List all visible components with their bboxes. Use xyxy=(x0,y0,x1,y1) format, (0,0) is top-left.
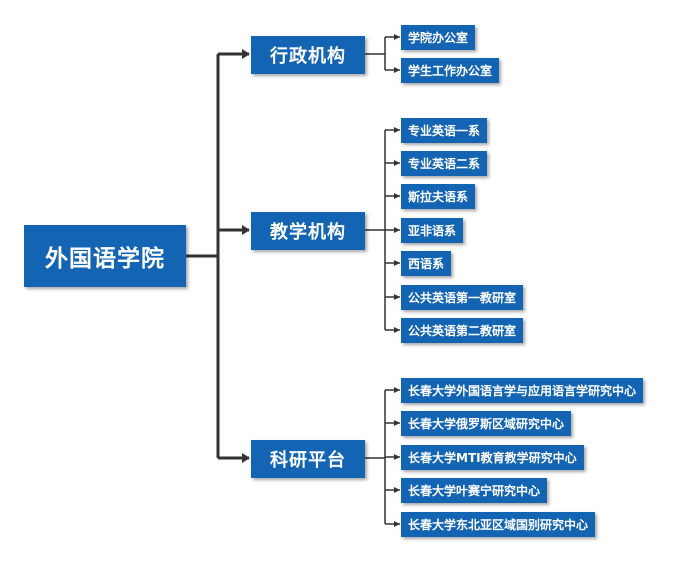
group-node-teaching: 教学机构 xyxy=(251,212,365,250)
leaf-node: 长春大学外国语言学与应用语言学研究中心 xyxy=(401,378,644,403)
leaf-node: 西语系 xyxy=(401,251,452,276)
group-node-research: 科研平台 xyxy=(251,440,365,478)
leaf-node: 斯拉夫语系 xyxy=(401,184,476,209)
leaf-node: 专业英语二系 xyxy=(401,151,488,176)
leaf-node: 专业英语一系 xyxy=(401,118,488,143)
leaf-node: 长春大学东北亚区域国别研究中心 xyxy=(401,512,596,537)
leaf-node: 长春大学MTI教育教学研究中心 xyxy=(401,445,584,470)
leaf-node: 公共英语第二教研室 xyxy=(401,318,524,343)
leaf-node: 长春大学俄罗斯区域研究中心 xyxy=(401,411,572,436)
leaf-node: 学生工作办公室 xyxy=(401,58,500,83)
leaf-node: 长春大学叶赛宁研究中心 xyxy=(401,478,548,503)
leaf-node: 公共英语第一教研室 xyxy=(401,285,524,310)
root-node: 外国语学院 xyxy=(24,225,186,287)
leaf-node: 学院办公室 xyxy=(401,25,476,50)
group-node-admin: 行政机构 xyxy=(251,36,365,74)
leaf-node: 亚非语系 xyxy=(401,218,464,243)
